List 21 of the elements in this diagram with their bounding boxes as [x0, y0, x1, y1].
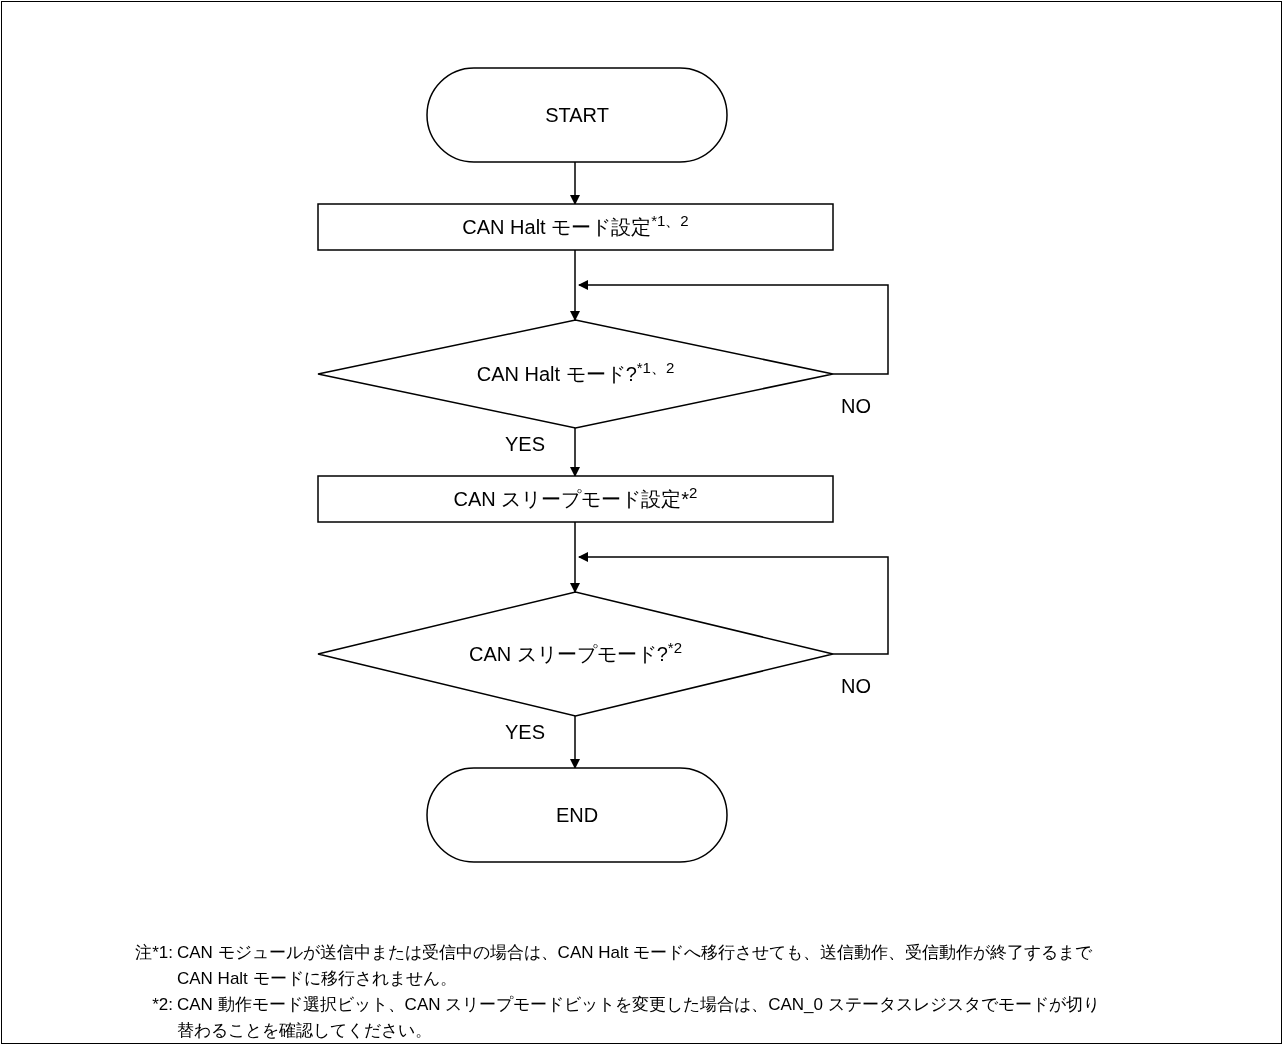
- edge-label: YES: [505, 722, 546, 742]
- edge-label: YES: [505, 434, 546, 454]
- node-text: CAN スリープモード設定*$^{2}$: [453, 486, 698, 512]
- arrow: [578, 280, 889, 375]
- node-text: START: [545, 102, 609, 128]
- arrow: [570, 249, 580, 321]
- note-marker: *2:: [151, 994, 174, 1016]
- footnote-text: CAN 動作モード選択ビット、CAN スリープモードビットを変更した場合は、CAN_0 ステータスレジスタでモードが切り替わることを確認してください。: [177, 994, 1101, 1042]
- node-text: CAN Halt モード?$^{*1、2}$: [476, 361, 675, 387]
- node-text: CAN スリープモード?$^{*2}$: [468, 641, 683, 667]
- arrow: [570, 161, 580, 205]
- note-marker: 注*1:: [135, 942, 174, 964]
- arrow: [570, 715, 580, 769]
- arrow: [578, 552, 889, 655]
- node-text: END: [555, 802, 599, 828]
- footnote-text: CAN モジュールが送信中または受信中の場合は、CAN Halt モードへ移行させても、送信動作、受信動作が終了するまで CAN Halt モードに移行されません。: [177, 942, 1094, 990]
- edge-label: NO: [841, 676, 871, 696]
- arrow: [570, 521, 580, 593]
- edge-label: NO: [841, 396, 871, 416]
- arrow: [570, 427, 580, 477]
- node-text: CAN Halt モード設定$^{*1、2}$: [462, 214, 689, 240]
